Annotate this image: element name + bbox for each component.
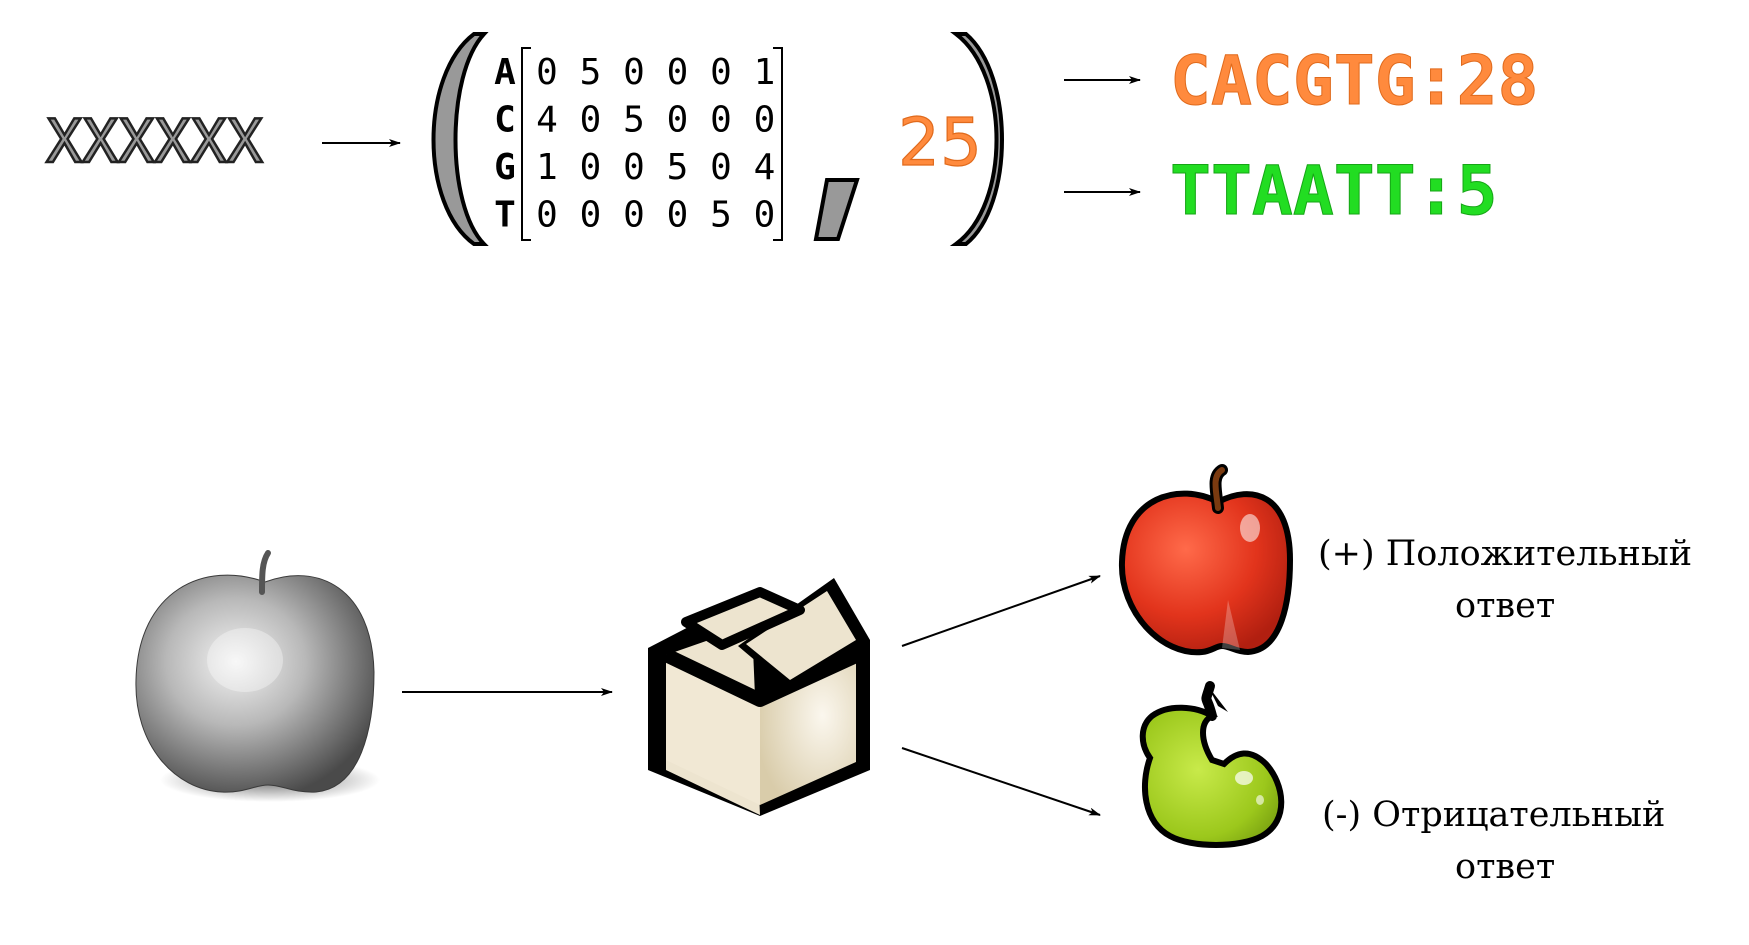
box-icon xyxy=(648,578,870,816)
matrix-cell: 0 xyxy=(710,147,732,188)
matrix-cell: 5 xyxy=(623,100,645,141)
matrix-cell: 0 xyxy=(710,100,732,141)
input-sequence: XXXXXX xyxy=(46,107,263,177)
matrix-cell: 0 xyxy=(536,195,558,236)
matrix-cell: 4 xyxy=(754,147,776,188)
matrix-cell: 5 xyxy=(580,52,602,93)
matrix-cell: 5 xyxy=(710,195,732,236)
matrix-cell: 1 xyxy=(536,147,558,188)
right-parenthesis xyxy=(949,32,1004,246)
matrix-cell: 0 xyxy=(667,195,689,236)
matrix-cell: 5 xyxy=(667,147,689,188)
matrix-cell: 0 xyxy=(623,147,645,188)
matrix-cell: 0 xyxy=(580,147,602,188)
green-pear-icon xyxy=(1139,681,1285,848)
negative-label-line1: (-) Отрицательный xyxy=(1322,795,1665,835)
threshold-value: 25 xyxy=(898,104,982,181)
matrix-row-label: A xyxy=(494,52,516,93)
matrix-cell: 0 xyxy=(754,195,776,236)
matrix-cell: 0 xyxy=(667,52,689,93)
output-sequence-2: TTAATT:5 xyxy=(1170,152,1498,231)
arrow-box-to-negative xyxy=(901,747,1101,816)
left-parenthesis xyxy=(431,32,489,246)
negative-label-line2: ответ xyxy=(1455,847,1555,887)
matrix-cell: 0 xyxy=(667,100,689,141)
grayscale-apple-icon xyxy=(135,550,380,802)
matrix-row-label: T xyxy=(494,195,516,236)
matrix-cell: 1 xyxy=(754,52,776,93)
matrix-right-bracket xyxy=(773,47,783,241)
matrix-cell: 0 xyxy=(536,52,558,93)
matrix-row-label: C xyxy=(494,100,516,141)
red-apple-icon xyxy=(1118,464,1294,656)
matrix-row-label: G xyxy=(494,147,516,188)
matrix-cell: 0 xyxy=(580,195,602,236)
matrix-cell: 4 xyxy=(536,100,558,141)
matrix-cell: 0 xyxy=(623,195,645,236)
matrix-cell: 0 xyxy=(710,52,732,93)
matrix-cell: 0 xyxy=(580,100,602,141)
comma xyxy=(813,178,860,241)
positive-label-line2: ответ xyxy=(1455,586,1555,626)
matrix-cell: 0 xyxy=(754,100,776,141)
matrix-row-labels: ACGT xyxy=(494,52,516,236)
output-sequence-1: CACGTG:28 xyxy=(1170,42,1538,121)
arrow-box-to-positive xyxy=(901,575,1101,647)
matrix-cell: 0 xyxy=(623,52,645,93)
matrix-left-bracket xyxy=(521,47,531,241)
positive-label-line1: (+) Положительный xyxy=(1318,534,1692,574)
